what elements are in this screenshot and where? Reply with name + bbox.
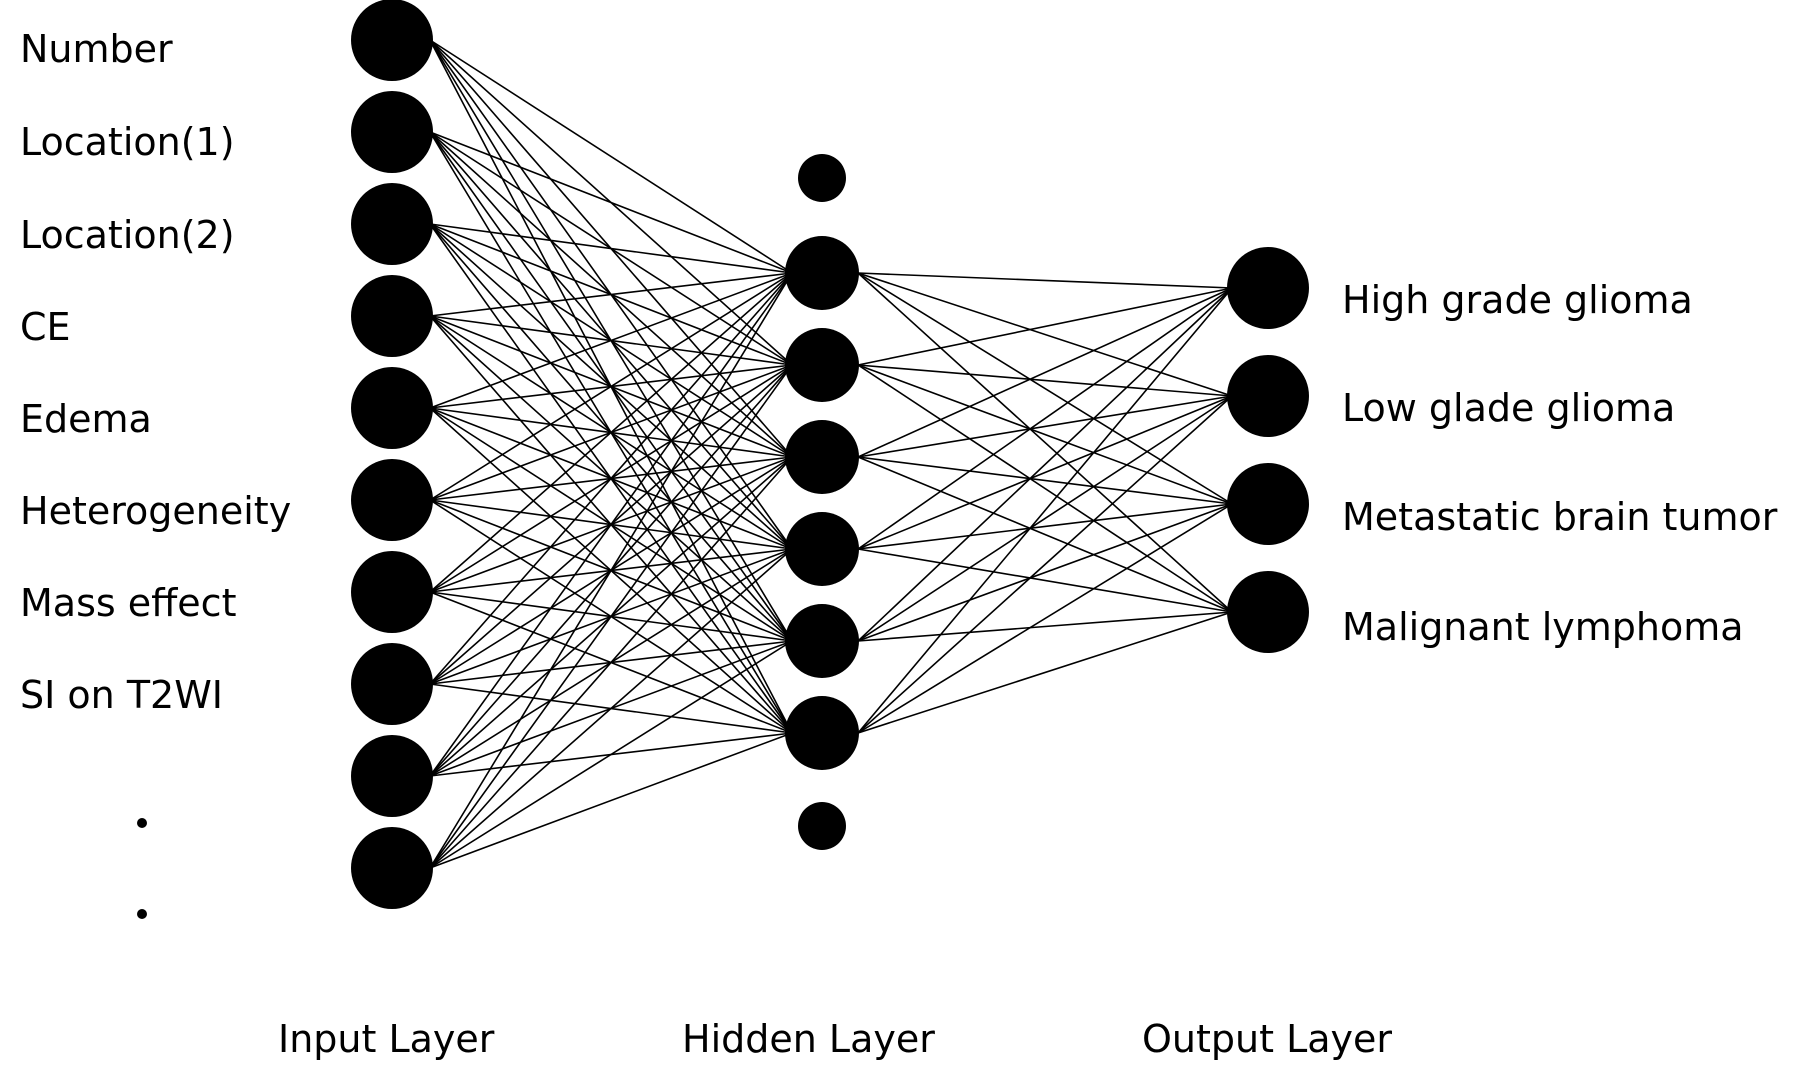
input-hidden-edge [429, 272, 793, 409]
layer-titles: Input Layer Hidden Layer Output Layer [278, 1017, 1392, 1061]
hidden-output-edge [857, 364, 1233, 505]
input-label: Location(1) [20, 120, 235, 164]
output-node [1227, 571, 1309, 653]
hidden-output-edge [857, 456, 1233, 613]
hidden-output-edge [857, 395, 1233, 642]
input-node [351, 0, 433, 81]
output-node [1227, 463, 1309, 545]
input-layer-title: Input Layer [278, 1017, 495, 1061]
output-layer-title: Output Layer [1142, 1017, 1392, 1061]
hidden-node [785, 512, 859, 586]
input-hidden-edge [429, 732, 793, 869]
input-labels: Number Location(1) Location(2) CE Edema … [20, 27, 291, 717]
hidden-node [785, 696, 859, 770]
hidden-output-edge [857, 364, 1233, 613]
hidden-output-edge [857, 287, 1233, 642]
input-node [351, 827, 433, 909]
hidden-output-edge [857, 272, 1233, 289]
hidden-output-edge [857, 272, 1233, 505]
input-node [351, 643, 433, 725]
hidden-output-edge [857, 548, 1233, 613]
input-hidden-edge [429, 640, 793, 869]
input-label: Edema [20, 397, 152, 441]
input-hidden-edge [429, 272, 793, 777]
hidden-node [785, 420, 859, 494]
input-ellipsis-dot [137, 909, 147, 919]
hidden-output-edge [857, 503, 1233, 734]
input-label: Location(2) [20, 213, 235, 257]
input-node [351, 275, 433, 357]
output-labels: High grade glioma Low glade glioma Metas… [1342, 278, 1778, 649]
output-label: Metastatic brain tumor [1342, 495, 1778, 539]
connection-edges [429, 39, 1233, 869]
input-node [351, 367, 433, 449]
output-label: High grade glioma [1342, 278, 1693, 322]
hidden-output-edge [857, 287, 1233, 366]
input-hidden-edge [429, 364, 793, 869]
output-node [1227, 247, 1309, 329]
input-hidden-edge [429, 223, 793, 274]
input-hidden-edge [429, 272, 793, 593]
hidden-output-edge [857, 287, 1233, 550]
hidden-ellipsis-dot [798, 802, 846, 850]
hidden-output-edge [857, 456, 1233, 505]
input-ellipsis-dot [137, 818, 147, 828]
input-hidden-edge [429, 272, 793, 685]
input-label: Mass effect [20, 581, 236, 625]
input-hidden-edge [429, 272, 793, 869]
input-node [351, 459, 433, 541]
input-node [351, 183, 433, 265]
input-hidden-edge [429, 272, 793, 501]
input-node [351, 735, 433, 817]
input-hidden-edge [429, 456, 793, 869]
output-node [1227, 355, 1309, 437]
hidden-node [785, 328, 859, 402]
hidden-output-edge [857, 503, 1233, 642]
output-label: Malignant lymphoma [1342, 605, 1744, 649]
hidden-output-edge [857, 611, 1233, 642]
hidden-output-edge [857, 364, 1233, 397]
input-hidden-edge [429, 548, 793, 869]
input-label: Number [20, 27, 173, 71]
network-nodes [137, 0, 1309, 919]
hidden-output-edge [857, 272, 1233, 397]
hidden-ellipsis-dot [798, 154, 846, 202]
hidden-output-edge [857, 503, 1233, 550]
input-hidden-edge [429, 39, 793, 274]
hidden-output-edge [857, 287, 1233, 734]
input-label: SI on T2WI [20, 673, 223, 717]
input-hidden-edge [429, 272, 793, 317]
input-label: CE [20, 305, 71, 349]
hidden-layer-title: Hidden Layer [682, 1017, 935, 1061]
input-label: Heterogeneity [20, 489, 291, 533]
hidden-output-edge [857, 395, 1233, 734]
input-node [351, 91, 433, 173]
hidden-node [785, 236, 859, 310]
input-hidden-edge [429, 131, 793, 274]
hidden-node [785, 604, 859, 678]
hidden-output-edge [857, 272, 1233, 613]
hidden-output-edge [857, 287, 1233, 458]
output-label: Low glade glioma [1342, 386, 1675, 430]
input-node [351, 551, 433, 633]
hidden-output-edge [857, 611, 1233, 734]
hidden-output-edge [857, 395, 1233, 458]
hidden-output-edge [857, 395, 1233, 550]
